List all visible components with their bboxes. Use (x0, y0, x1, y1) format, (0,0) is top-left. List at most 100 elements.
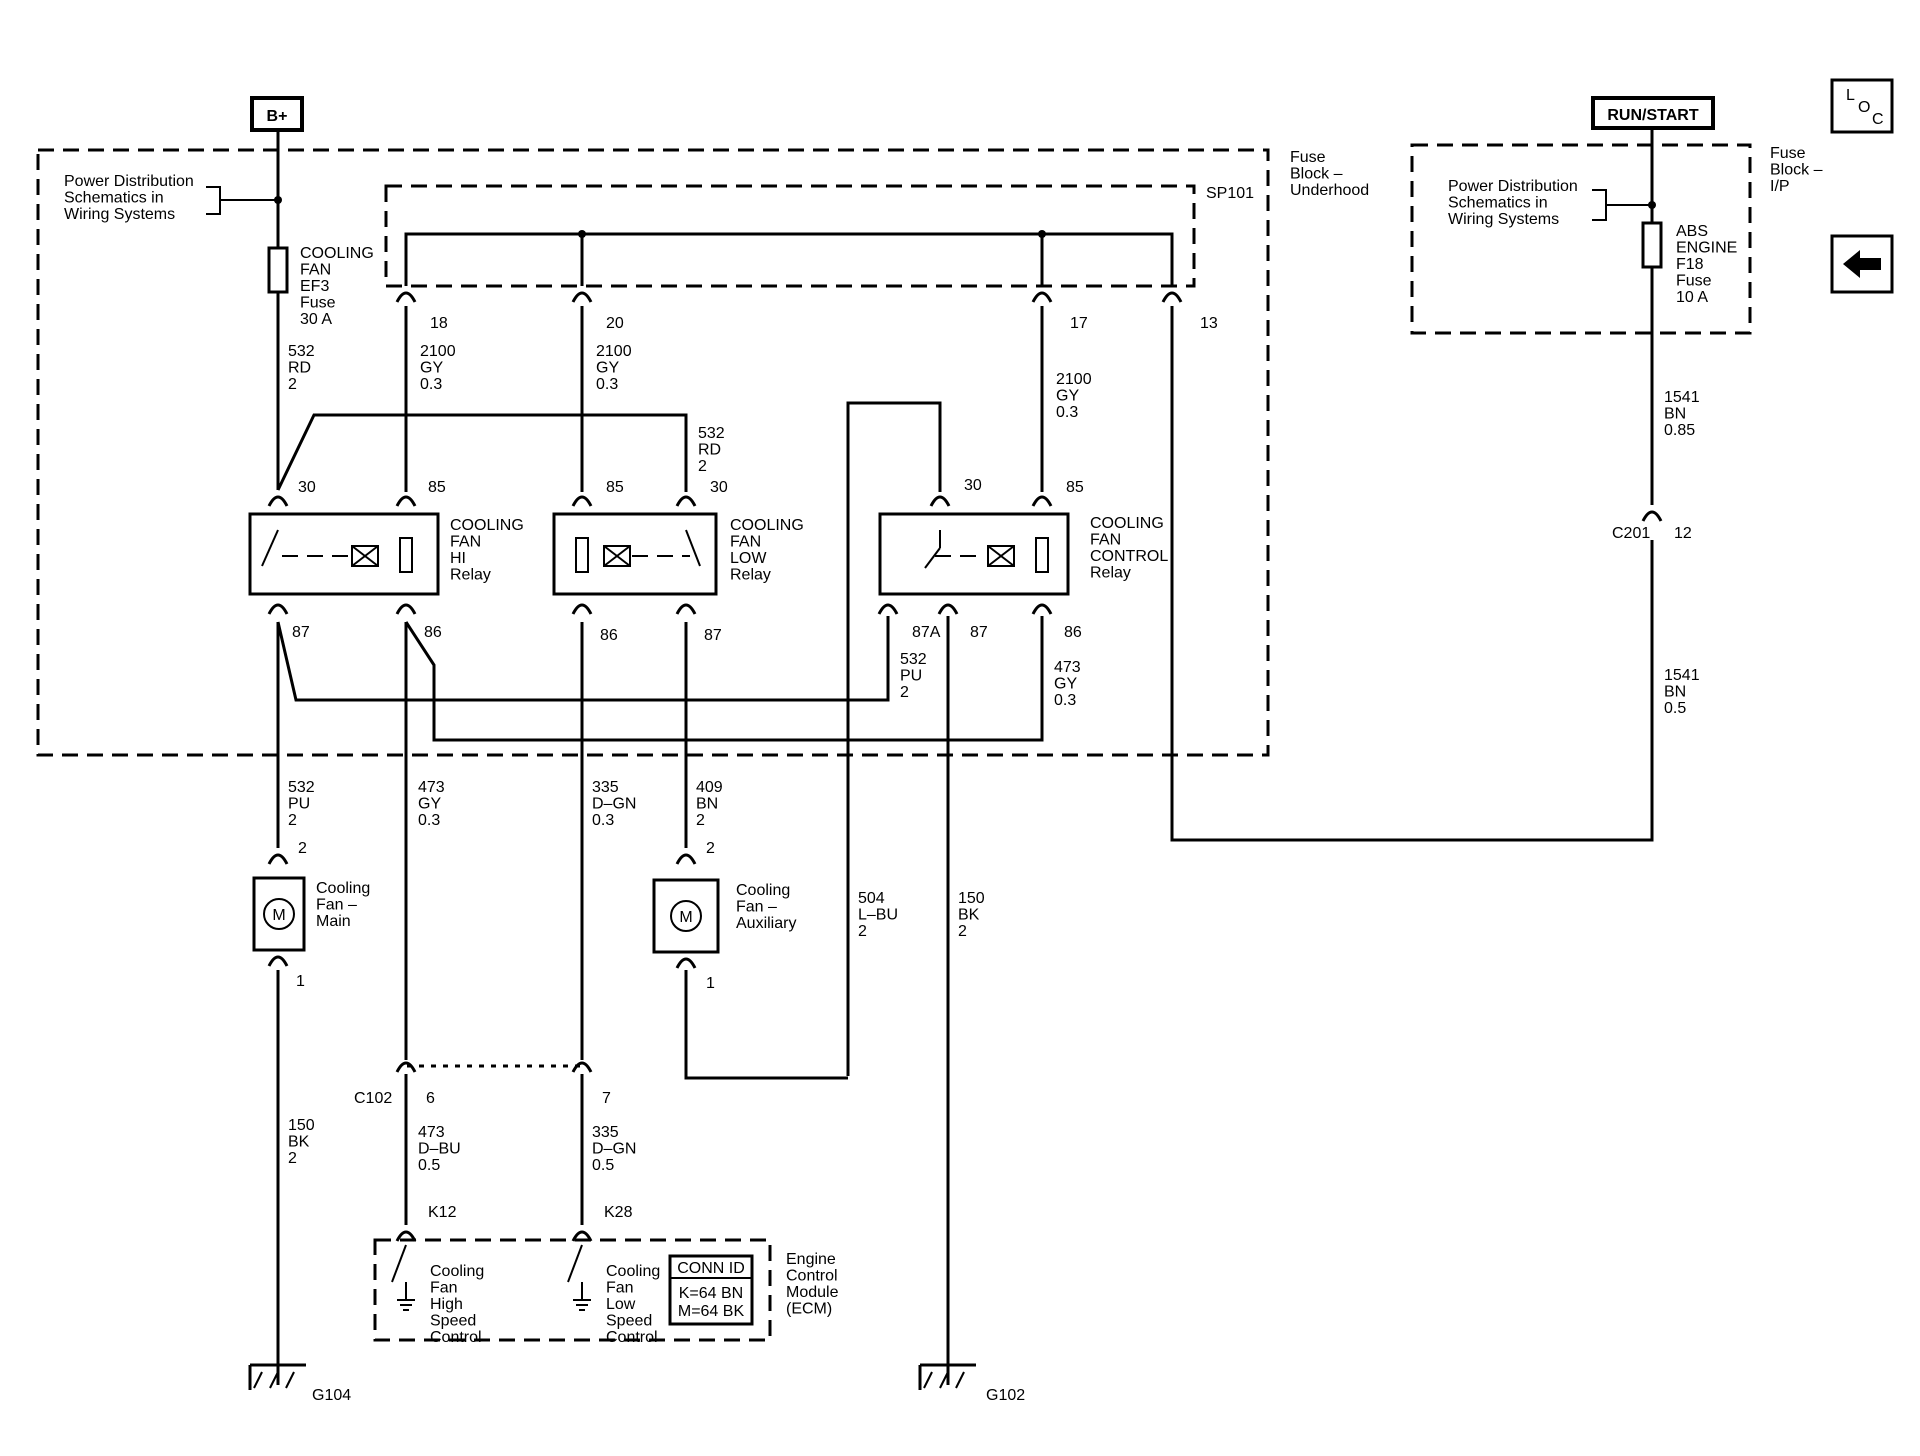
terminal-arc (267, 495, 289, 507)
terminal-label: 20 (606, 315, 624, 332)
fuse-block-underhood-outline (36, 148, 1270, 757)
terminal-label: 2 (298, 840, 307, 857)
conn-id-title: CONN ID (677, 1260, 745, 1277)
conn-id-box: CONN ID K=64 BN M=64 BK (668, 1254, 754, 1326)
conn-id-row-m: M=64 BK (678, 1303, 745, 1320)
terminal-arc (395, 1230, 417, 1242)
terminal-arc (929, 495, 951, 507)
terminal-label: K28 (604, 1204, 633, 1221)
terminal-arc (395, 291, 417, 303)
terminal-arc (395, 495, 417, 507)
bplus-label: B+ (267, 108, 288, 125)
terminal-arc (1031, 495, 1053, 507)
loc-letter-o: O (1858, 99, 1870, 116)
terminal-arc (1031, 291, 1053, 303)
terminal-label: 85 (1066, 479, 1084, 496)
terminal-arc (267, 955, 289, 967)
terminal-arc (571, 603, 593, 615)
loc-icon[interactable]: L O C (1830, 78, 1894, 134)
loc-letter-c: C (1872, 111, 1884, 128)
terminal-arc (267, 603, 289, 615)
terminal-arc (571, 495, 593, 507)
splice-sp101-label: SP101 (1206, 185, 1254, 202)
terminal-arc (675, 603, 697, 615)
cooling-fan-control-relay (878, 512, 1070, 596)
terminal-label: K12 (428, 1204, 457, 1221)
ecm-outline (373, 1238, 772, 1342)
terminal-label: 85 (606, 479, 624, 496)
ground-g104-label: G104 (312, 1387, 351, 1404)
run-start-box: RUN/START (1591, 96, 1715, 130)
fuse-f18 (1641, 221, 1663, 269)
connector-c102-label: C102 (354, 1090, 392, 1107)
terminal-label: 12 (1674, 525, 1692, 542)
terminal-arc (395, 603, 417, 615)
terminal-label: 85 (428, 479, 446, 496)
terminal-label: 87 (292, 624, 310, 641)
terminal-arc (571, 1230, 593, 1242)
motor-m-main: M (272, 907, 285, 924)
terminal-label: 30 (298, 479, 316, 496)
terminal-arcs (267, 291, 1663, 1242)
terminal-label: 1 (296, 973, 305, 990)
junction-dots (274, 196, 1656, 238)
terminal-arc (571, 1061, 593, 1073)
terminal-arc (571, 291, 593, 303)
terminal-label: 18 (430, 315, 448, 332)
terminal-label: 7 (602, 1090, 611, 1107)
terminal-label: 86 (600, 627, 618, 644)
terminal-label: 86 (1064, 624, 1082, 641)
terminal-arc (675, 853, 697, 865)
terminal-label: 87A (912, 624, 941, 641)
back-arrow-icon[interactable] (1830, 234, 1894, 294)
terminal-arc (675, 495, 697, 507)
cooling-fan-aux-motor: M (652, 878, 720, 954)
connector-c201-label: C201 (1612, 525, 1650, 542)
terminal-arc (1161, 291, 1183, 303)
terminal-arc (937, 603, 959, 615)
terminal-arc (877, 603, 899, 615)
ecm-switches (391, 1244, 591, 1311)
loc-letter-l: L (1846, 87, 1855, 104)
terminal-label: 1 (706, 975, 715, 992)
wires (206, 128, 1654, 1385)
terminal-label: 86 (424, 624, 442, 641)
terminal-arc (1031, 603, 1053, 615)
terminal-arc (395, 1061, 417, 1073)
fuse-block-ip-outline (1410, 143, 1752, 335)
terminal-label: 2 (706, 840, 715, 857)
cooling-fan-main-motor: M (252, 876, 306, 952)
conn-id-row-k: K=64 BN (679, 1285, 743, 1302)
terminal-arc (675, 957, 697, 969)
run-start-label: RUN/START (1607, 107, 1698, 124)
cooling-fan-low-relay (552, 512, 718, 596)
terminal-label: 30 (710, 479, 728, 496)
cooling-fan-hi-relay (248, 512, 440, 596)
ground-g104-symbol (248, 1363, 306, 1390)
